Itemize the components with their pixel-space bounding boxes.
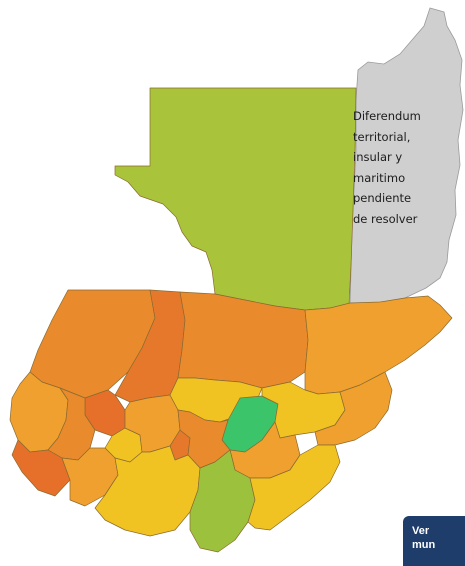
dispute-label-line: Diferendum <box>353 109 421 123</box>
dispute-label-line: territorial, <box>353 129 411 144</box>
view-municipalities-button[interactable]: Ver mun <box>403 516 465 566</box>
region-chiquimula[interactable] <box>314 371 393 446</box>
dispute-label-line: insular y <box>353 150 403 165</box>
view-button-line: Ver <box>412 525 430 537</box>
view-button-line: mun <box>412 539 436 551</box>
region-retalhuleu[interactable] <box>11 439 71 497</box>
dispute-label-line: pendiente <box>353 191 412 206</box>
dispute-label-line: maritimo <box>353 170 406 185</box>
region-peten[interactable] <box>114 87 357 311</box>
region-jutiapa[interactable] <box>247 444 341 531</box>
region-santa-rosa[interactable] <box>189 449 256 553</box>
dispute-label-line: de resolver <box>353 211 418 226</box>
territorial-dispute-label: Diferendum territorial, insular y mariti… <box>353 106 458 230</box>
